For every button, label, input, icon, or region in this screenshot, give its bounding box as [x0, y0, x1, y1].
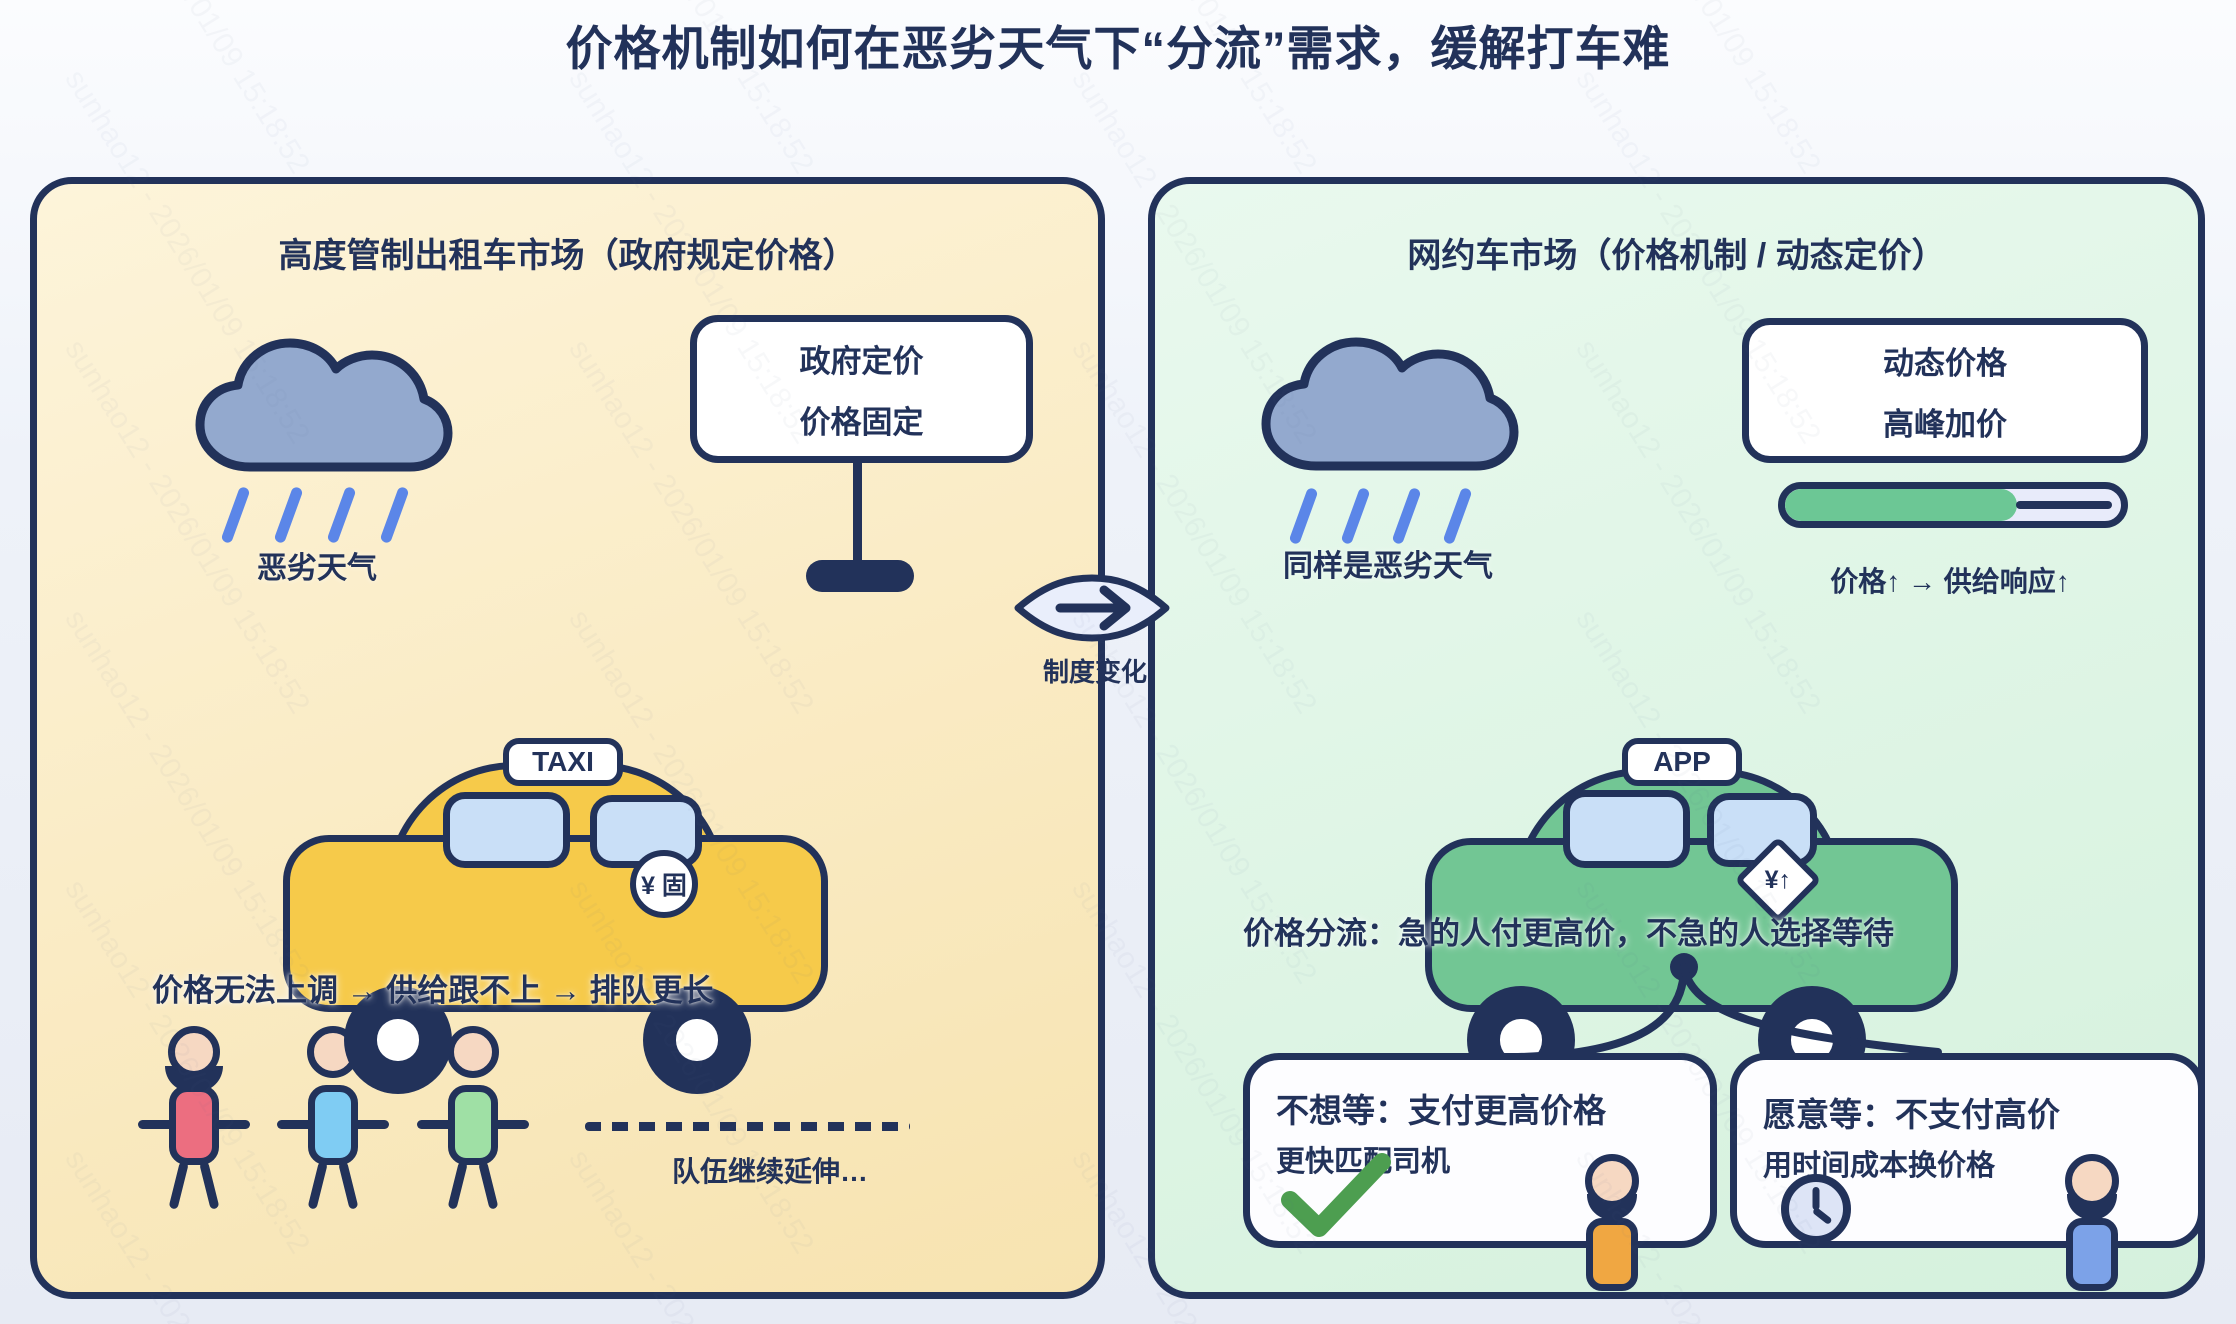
- rider-urgent-head-icon: [1585, 1154, 1639, 1208]
- person-leg: [338, 1160, 359, 1210]
- person-body: [308, 1085, 358, 1165]
- queue-person-1: [134, 1026, 254, 1211]
- branch-curves: [1514, 953, 1942, 1061]
- dynamic-price-line1: 动态价格: [1883, 345, 2007, 381]
- sign-pole: [853, 460, 862, 568]
- taxi-wheel-left: [344, 986, 452, 1094]
- split-text: 价格分流：急的人付更高价，不急的人选择等待: [1243, 916, 1894, 951]
- rain-cloud-icon: [195, 338, 453, 472]
- weather-label-right: 同样是恶劣天气: [1283, 550, 1493, 583]
- person-head-icon: [447, 1026, 499, 1078]
- flow-text: 价格无法上调 → 供给跟不上 → 排队更长: [152, 973, 714, 1008]
- check-icon: [1281, 1153, 1391, 1237]
- person-body: [448, 1085, 498, 1165]
- fixed-price-badge-label: ¥ 固: [641, 872, 687, 900]
- option-wait-title: 愿意等：不支付高价: [1763, 1096, 2060, 1133]
- rain-cloud-icon: [1261, 337, 1519, 471]
- gov-price-sign: 政府定价 价格固定: [690, 315, 1033, 463]
- queue-label: 队伍继续延伸…: [671, 1156, 868, 1187]
- supply-response-label: 价格↑ → 供给响应↑: [1830, 566, 2070, 597]
- app-sign-label: APP: [1653, 746, 1711, 777]
- surge-price-dash: [2016, 501, 2112, 509]
- gov-price-line1: 政府定价: [799, 344, 924, 379]
- clock-hour-hand: [1812, 1187, 1820, 1211]
- clock-minute-hand: [1811, 1206, 1833, 1225]
- person-leg: [478, 1160, 499, 1210]
- car-roof-sign: APP: [1622, 738, 1742, 786]
- person-leg: [307, 1160, 328, 1210]
- taxi-sign-label: TAXI: [532, 746, 594, 777]
- fixed-price-badge: ¥ 固: [630, 850, 698, 918]
- ridehail-market-title: 网约车市场（价格机制 / 动态定价）: [1407, 237, 1946, 275]
- sign-base: [806, 560, 914, 592]
- taxi-window-left: [443, 792, 570, 868]
- transition-label: 制度变化: [1042, 657, 1147, 687]
- regulated-market-title: 高度管制出租车市场（政府规定价格）: [278, 237, 857, 275]
- queue-person-2: [273, 1026, 393, 1211]
- lens-arrow-icon: [1014, 574, 1170, 642]
- person-leg: [199, 1160, 220, 1210]
- clock-icon: [1781, 1174, 1851, 1244]
- rider-patient-head-icon: [2065, 1154, 2119, 1208]
- option-pay-title: 不想等：支付更高价格: [1276, 1092, 1606, 1129]
- person-leg: [447, 1160, 468, 1210]
- page-title: 价格机制如何在恶劣天气下“分流”需求，缓解打车难: [565, 22, 1671, 75]
- dynamic-price-sign: 动态价格 高峰加价: [1742, 318, 2148, 463]
- dynamic-price-line2: 高峰加价: [1883, 406, 2007, 442]
- person-body: [169, 1085, 219, 1165]
- taxi-roof-sign: TAXI: [503, 738, 623, 786]
- surge-price-fill: [1785, 489, 2017, 521]
- car-window-left: [1563, 790, 1690, 868]
- rider-urgent-body: [1586, 1218, 1638, 1291]
- person-head-icon: [168, 1026, 220, 1078]
- queue-dashed-line: [585, 1122, 910, 1131]
- gov-price-line2: 价格固定: [799, 405, 924, 440]
- person-leg: [168, 1160, 189, 1210]
- taxi-wheel-right: [643, 986, 751, 1094]
- weather-label-left: 恶劣天气: [257, 552, 377, 585]
- surge-price-badge-label: ¥↑: [1764, 865, 1792, 894]
- rider-patient-body: [2066, 1218, 2118, 1291]
